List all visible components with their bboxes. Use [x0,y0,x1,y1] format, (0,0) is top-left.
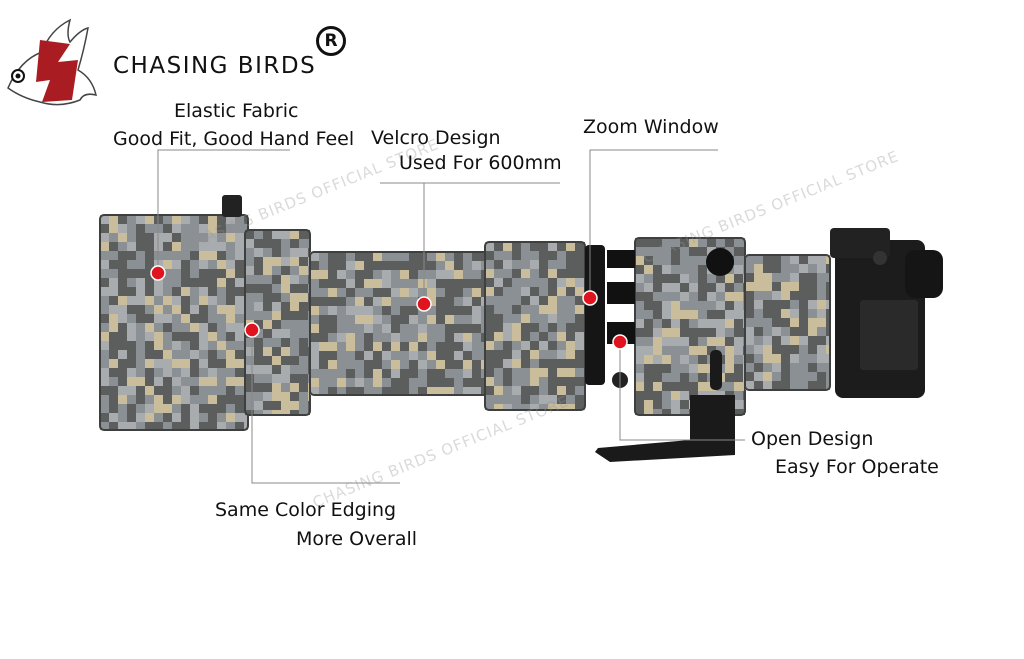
marker-elastic [150,265,166,281]
marker-edging [244,322,260,338]
registered-mark: R [316,26,346,56]
zoom-barrel [484,241,586,411]
velcro-label-2: Used For 600mm [399,152,562,174]
front-barrel [309,251,489,396]
annotation-markers [150,265,628,350]
zoom-label: Zoom Window [583,116,719,138]
brand-name: CHASING BIRDS [113,53,317,79]
bird-logo [7,18,98,106]
marker-zoom [582,290,598,306]
velcro-label-1: Velcro Design [371,127,501,149]
elastic-label-1: Elastic Fabric [174,100,299,122]
open-label-2: Easy For Operate [775,456,939,478]
mount-section [744,254,831,391]
marker-velcro [416,296,432,312]
hood-knob [222,195,734,390]
hood-ring [244,229,311,416]
zoom-window [585,245,635,388]
annotation-lines [157,149,745,484]
open-label-1: Open Design [751,428,874,450]
edging-label-2: More Overall [296,528,418,550]
elastic-label-2: Good Fit, Good Hand Feel [113,128,355,150]
camera-body [830,228,943,398]
marker-open [612,334,628,350]
tripod-foot [595,395,735,462]
lens-hood [99,214,249,431]
edging-label-1: Same Color Edging [215,499,397,521]
